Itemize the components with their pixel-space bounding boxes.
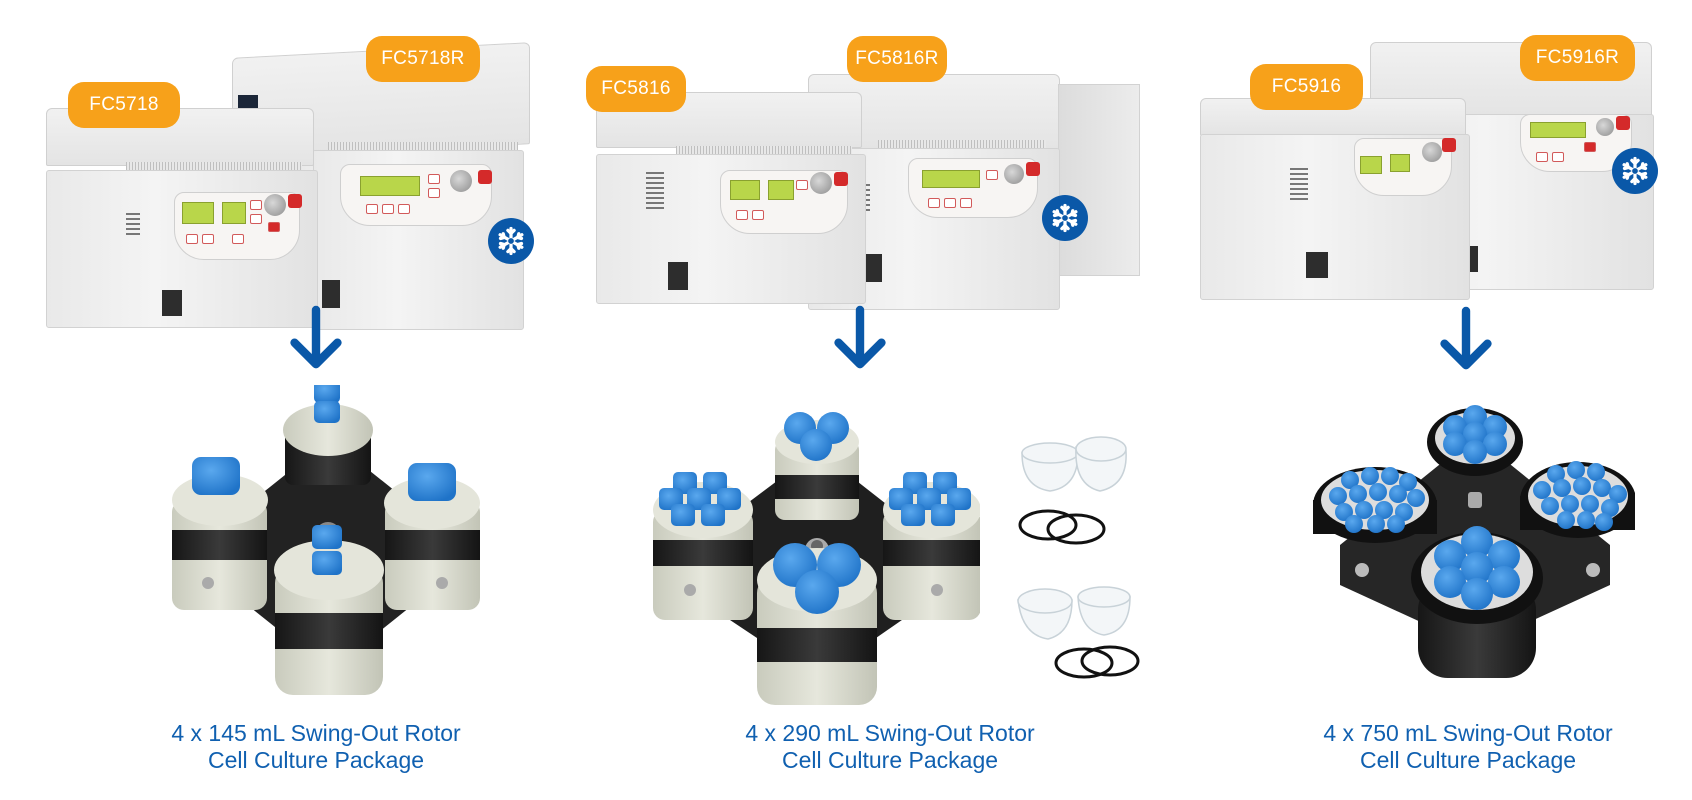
centrifuge-image-fc5816 [596, 92, 866, 304]
caption-line-1: 4 x 290 mL Swing-Out Rotor [745, 720, 1035, 746]
arrow-down-icon [1438, 306, 1494, 377]
rotor-caption-145ml: 4 x 145 mL Swing-Out Rotor Cell Culture … [116, 720, 516, 774]
caption-line-1: 4 x 145 mL Swing-Out Rotor [171, 720, 461, 746]
model-badge-fc5816r: FC5816R [847, 36, 947, 82]
accessory-adapters-image [1017, 436, 1140, 679]
rotor-image-145ml [172, 385, 480, 695]
model-badge-fc5916: FC5916 [1250, 64, 1363, 110]
caption-line-2: Cell Culture Package [781, 747, 999, 773]
snowflake-icon [1612, 148, 1658, 194]
centrifuge-image-fc5718 [46, 108, 318, 328]
centrifuge-image-fc5916 [1200, 98, 1470, 300]
model-badge-fc5916r: FC5916R [1520, 35, 1635, 81]
model-badge-fc5718: FC5718 [68, 82, 180, 128]
arrow-down-icon [832, 305, 888, 376]
rotor-caption-290ml: 4 x 290 mL Swing-Out Rotor Cell Culture … [690, 720, 1090, 774]
snowflake-icon [488, 218, 534, 264]
caption-line-2: Cell Culture Package [1359, 747, 1577, 773]
rotor-image-750ml [1313, 405, 1635, 678]
caption-line-1: 4 x 750 mL Swing-Out Rotor [1323, 720, 1613, 746]
snowflake-icon [1042, 195, 1088, 241]
arrow-down-icon [288, 305, 344, 376]
model-badge-fc5816: FC5816 [586, 66, 686, 112]
rotor-image-290ml [653, 412, 980, 705]
caption-line-2: Cell Culture Package [207, 747, 425, 773]
rotor-caption-750ml: 4 x 750 mL Swing-Out Rotor Cell Culture … [1268, 720, 1668, 774]
model-badge-fc5718r: FC5718R [366, 36, 480, 82]
